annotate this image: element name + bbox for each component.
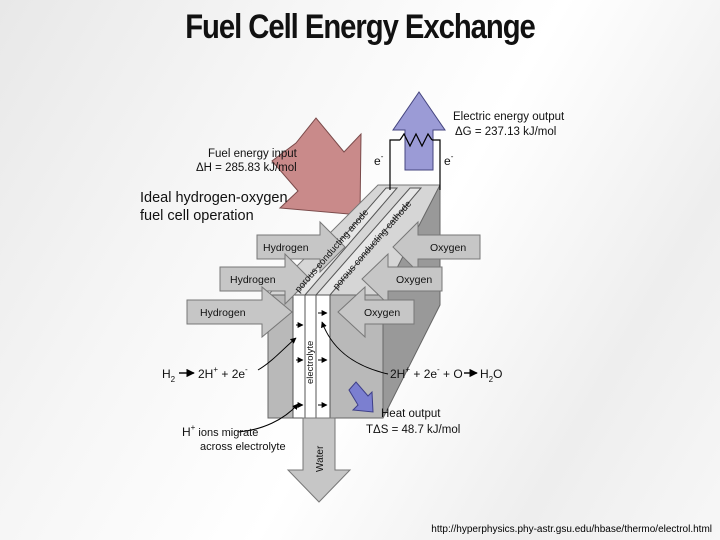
cathode-reaction-leader — [321, 321, 389, 375]
source-url: http://hyperphysics.phy-astr.gsu.edu/hba… — [431, 524, 712, 535]
oxygen-arrow — [361, 252, 443, 306]
electrolyte-label: electrolyte — [305, 341, 316, 384]
fuel-input-label: Fuel energy input — [208, 148, 298, 160]
ion-note-leader — [237, 403, 299, 433]
electric-output-arrow — [392, 91, 446, 171]
water-label: Water — [315, 445, 326, 472]
oxygen-label: Oxygen — [364, 307, 400, 319]
hydrogen-label: Hydrogen — [230, 274, 276, 286]
heat-output-value: TΔS = 48.7 kJ/mol — [366, 424, 460, 436]
resistor — [399, 132, 433, 148]
electric-output-value: ΔG = 237.13 kJ/mol — [455, 126, 556, 138]
circuit-wire — [389, 139, 400, 190]
oxygen-arrow — [392, 220, 481, 274]
hydrogen-arrow — [256, 220, 346, 274]
cathode-reaction-lhs: 2H+ + 2e- + O — [390, 365, 463, 381]
electron-label-right: e- — [444, 152, 454, 168]
water-arrow — [286, 417, 352, 503]
slide-title: Fuel Cell Energy Exchange — [185, 8, 536, 46]
anode-reaction-leader — [257, 337, 297, 371]
caption-line-2: fuel cell operation — [140, 208, 254, 224]
hydrogen-label: Hydrogen — [263, 242, 309, 254]
hydrogen-arrow — [186, 285, 293, 339]
oxygen-label: Oxygen — [396, 274, 432, 286]
ion-note-line-2: across electrolyte — [200, 441, 286, 453]
anode-reaction-lhs: H2 — [162, 367, 176, 384]
circuit-wire — [432, 139, 441, 190]
oxygen-label: Oxygen — [430, 242, 466, 254]
caption-line-1: Ideal hydrogen-oxygen — [140, 190, 288, 206]
fuel-input-value: ΔH = 285.83 kJ/mol — [196, 162, 297, 174]
anode-reaction-rhs: 2H+ + 2e- — [198, 365, 248, 381]
heat-output-label: Heat output — [381, 408, 441, 420]
electric-output-label: Electric energy output — [453, 111, 565, 123]
hydrogen-label: Hydrogen — [200, 307, 246, 319]
ion-note-line-1: H+ ions migrate — [182, 423, 258, 439]
oxygen-arrow — [337, 285, 415, 339]
hydrogen-arrow — [219, 252, 311, 306]
electron-label-left: e- — [374, 152, 384, 168]
heat-output-arrow — [348, 381, 374, 413]
cathode-reaction-rhs: H2O — [480, 367, 502, 384]
